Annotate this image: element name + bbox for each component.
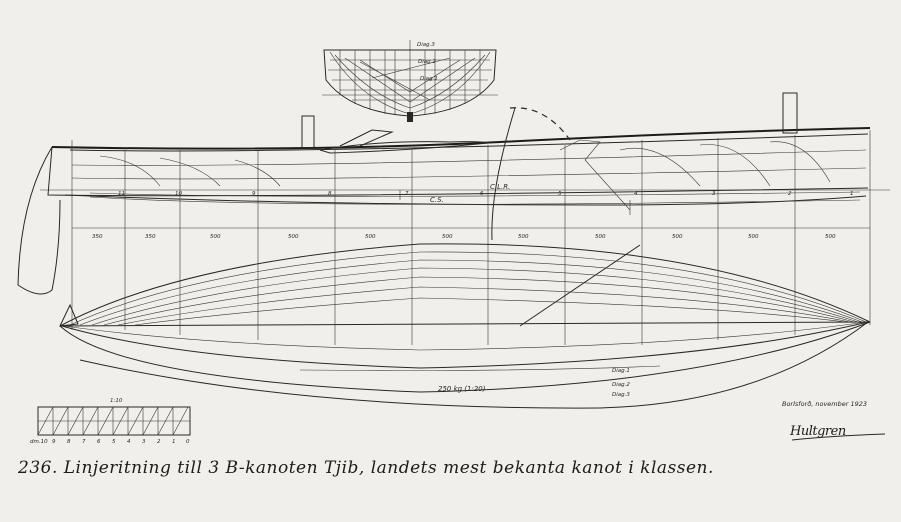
spacing-label-9: 500 [672,234,683,240]
scale-bar: 1:10 dm.10 9 8 7 6 5 4 3 2 1 0 [30,398,191,445]
diagonal-line [519,244,641,327]
profile-station-3: 3 [712,191,716,197]
figure-caption: 236. Linjeritning till 3 B-kanoten Tjib,… [18,458,714,478]
cs-label: C.S. [430,196,444,204]
spacing-label-1: 350 [92,234,103,240]
stem-marker [59,303,79,327]
mast-stub-aft [782,92,798,134]
keel-fin-section [407,112,413,122]
scale-tick-2: 2 [157,439,161,445]
spacing-label-4: 500 [288,234,299,240]
profile-station-7: 7 [405,191,409,197]
spacing-label-11: 500 [825,234,836,240]
scale-tick-5: 5 [112,439,116,445]
centerboard-arc [509,107,571,141]
scale-tick-9: 9 [52,439,56,445]
profile-station-10: 10 [175,191,182,197]
scale-tick-1: 1 [172,439,176,445]
clr-label: C.L.R. [490,183,510,191]
profile-station-4: 4 [634,191,638,197]
spacing-label-3: 500 [210,234,221,240]
scale-tick-7: 7 [82,439,86,445]
diagonal-label-3: Diag.3 [612,392,630,398]
profile-station-2: 2 [788,191,792,197]
half-breadth-plan [59,243,871,327]
spacing-label-6: 500 [442,234,453,240]
section-label-3: Diag.3 [417,42,435,48]
scale-tick-0: 0 [186,439,190,445]
scale-tick-4: 4 [127,439,131,445]
drawing-dateline: Borlsforð, november 1923 [782,400,868,408]
scale-tick-3: 3 [142,439,146,445]
mast-stub-forward [301,115,315,149]
profile-station-11: 11 [118,191,125,197]
scale-tick-6: 6 [97,439,101,445]
scale-label: 1:10 [110,398,123,404]
spacing-label-7: 500 [518,234,529,240]
spacing-label-2: 350 [145,234,156,240]
diagonals-plan: 250 kg (1:20) Diag.1 Diag.2 Diag.3 [59,321,871,409]
profile-station-1: 1 [850,191,854,197]
profile-station-8: 8 [328,191,332,197]
profile-station-9: 9 [252,191,256,197]
spacing-label-8: 500 [595,234,606,240]
designer-signature: Hultgren [790,424,846,439]
sheer-plan: C.L.R. C.S. 11 10 9 8 7 6 5 4 3 2 [17,92,890,295]
ballast-label: 250 kg (1:20) [438,385,486,393]
section-label-2: Diag.2 [418,59,436,65]
signature-flourish [791,433,886,441]
body-plan: Diag.3 Diag.2 Diag.1 [322,40,498,122]
profile-station-5: 5 [558,191,562,197]
profile-station-6: 6 [480,191,484,197]
section-label-1: Diag.1 [420,76,438,82]
diagonal-label-1: Diag.1 [612,368,630,374]
scale-tick-8: 8 [67,439,71,445]
diagonal-label-2: Diag.2 [612,382,630,388]
spacing-label-10: 500 [748,234,759,240]
scale-tick-10: dm.10 [30,439,48,445]
station-grid: 350 350 500 500 500 500 500 500 500 500 … [71,130,871,345]
spacing-label-5: 500 [365,234,376,240]
